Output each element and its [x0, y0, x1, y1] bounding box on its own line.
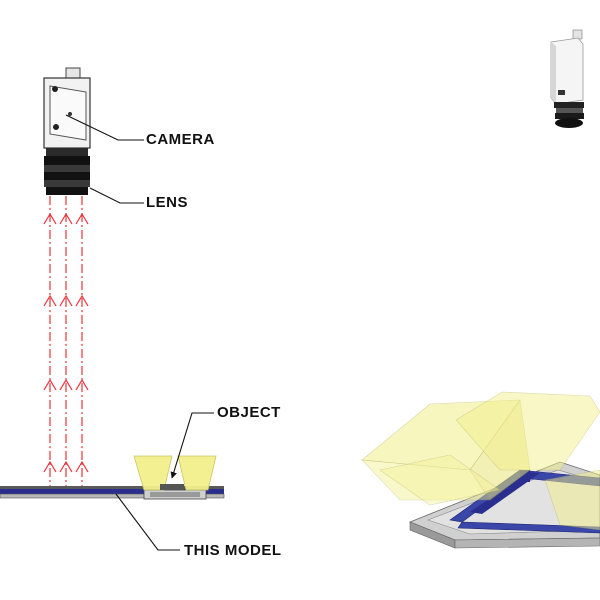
- lens-leader: [89, 187, 144, 204]
- camera-label: CAMERA: [146, 131, 215, 148]
- fixture-3d: [361, 391, 600, 549]
- lens-label: LENS: [146, 194, 189, 211]
- lens-icon: [44, 148, 90, 195]
- light-rays: [43, 196, 89, 486]
- object-icon: [133, 455, 217, 491]
- camera-icon: [43, 67, 91, 149]
- this-model-label: THIS MODEL: [184, 542, 282, 559]
- ray-arrows: [43, 212, 89, 473]
- model-plate: [0, 486, 225, 500]
- model-leader: [115, 493, 180, 551]
- camera-3d-icon: [550, 29, 584, 128]
- object-label: OBJECT: [217, 404, 281, 421]
- camera-leader: [65, 114, 144, 141]
- object-leader: [170, 412, 214, 479]
